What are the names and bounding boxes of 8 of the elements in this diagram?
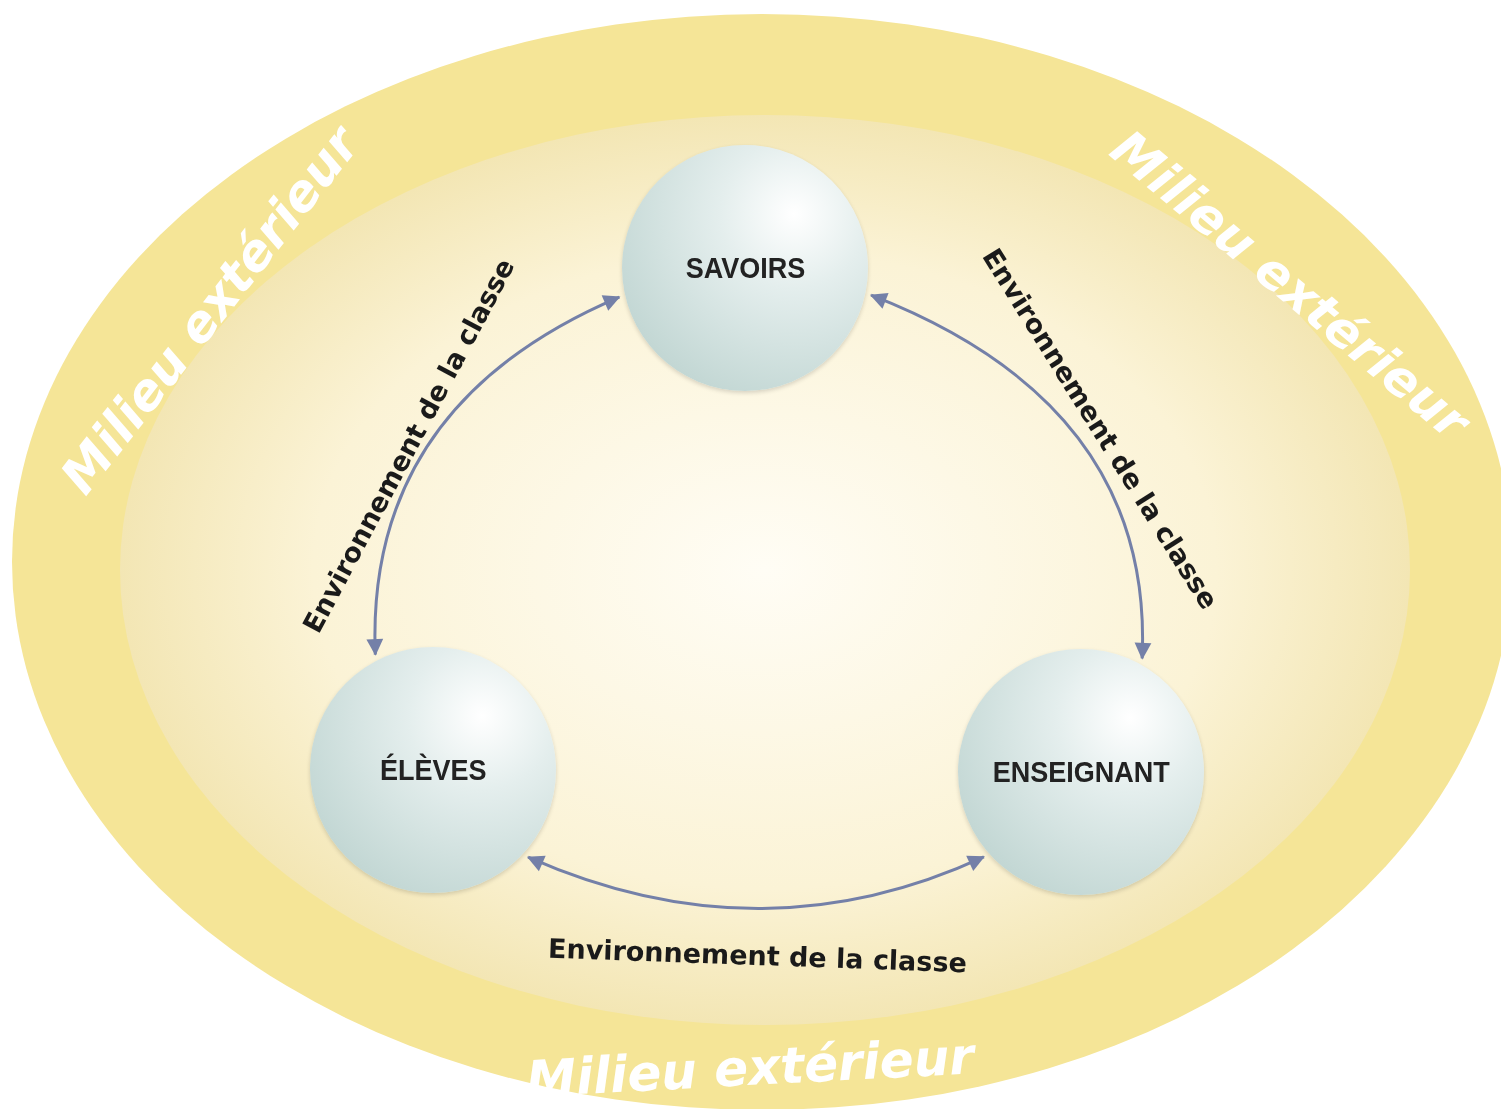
double-arrow	[367, 295, 621, 656]
node-label: SAVOIRS	[685, 251, 805, 285]
double-arrow	[526, 855, 985, 910]
edge-label: Environnement de la classe	[547, 932, 967, 978]
band-label: Milieu extérieur	[524, 1027, 976, 1109]
node-label: ENSEIGNANT	[992, 755, 1170, 789]
node-label: ÉLÈVES	[379, 753, 487, 787]
double-arrow	[869, 293, 1151, 660]
